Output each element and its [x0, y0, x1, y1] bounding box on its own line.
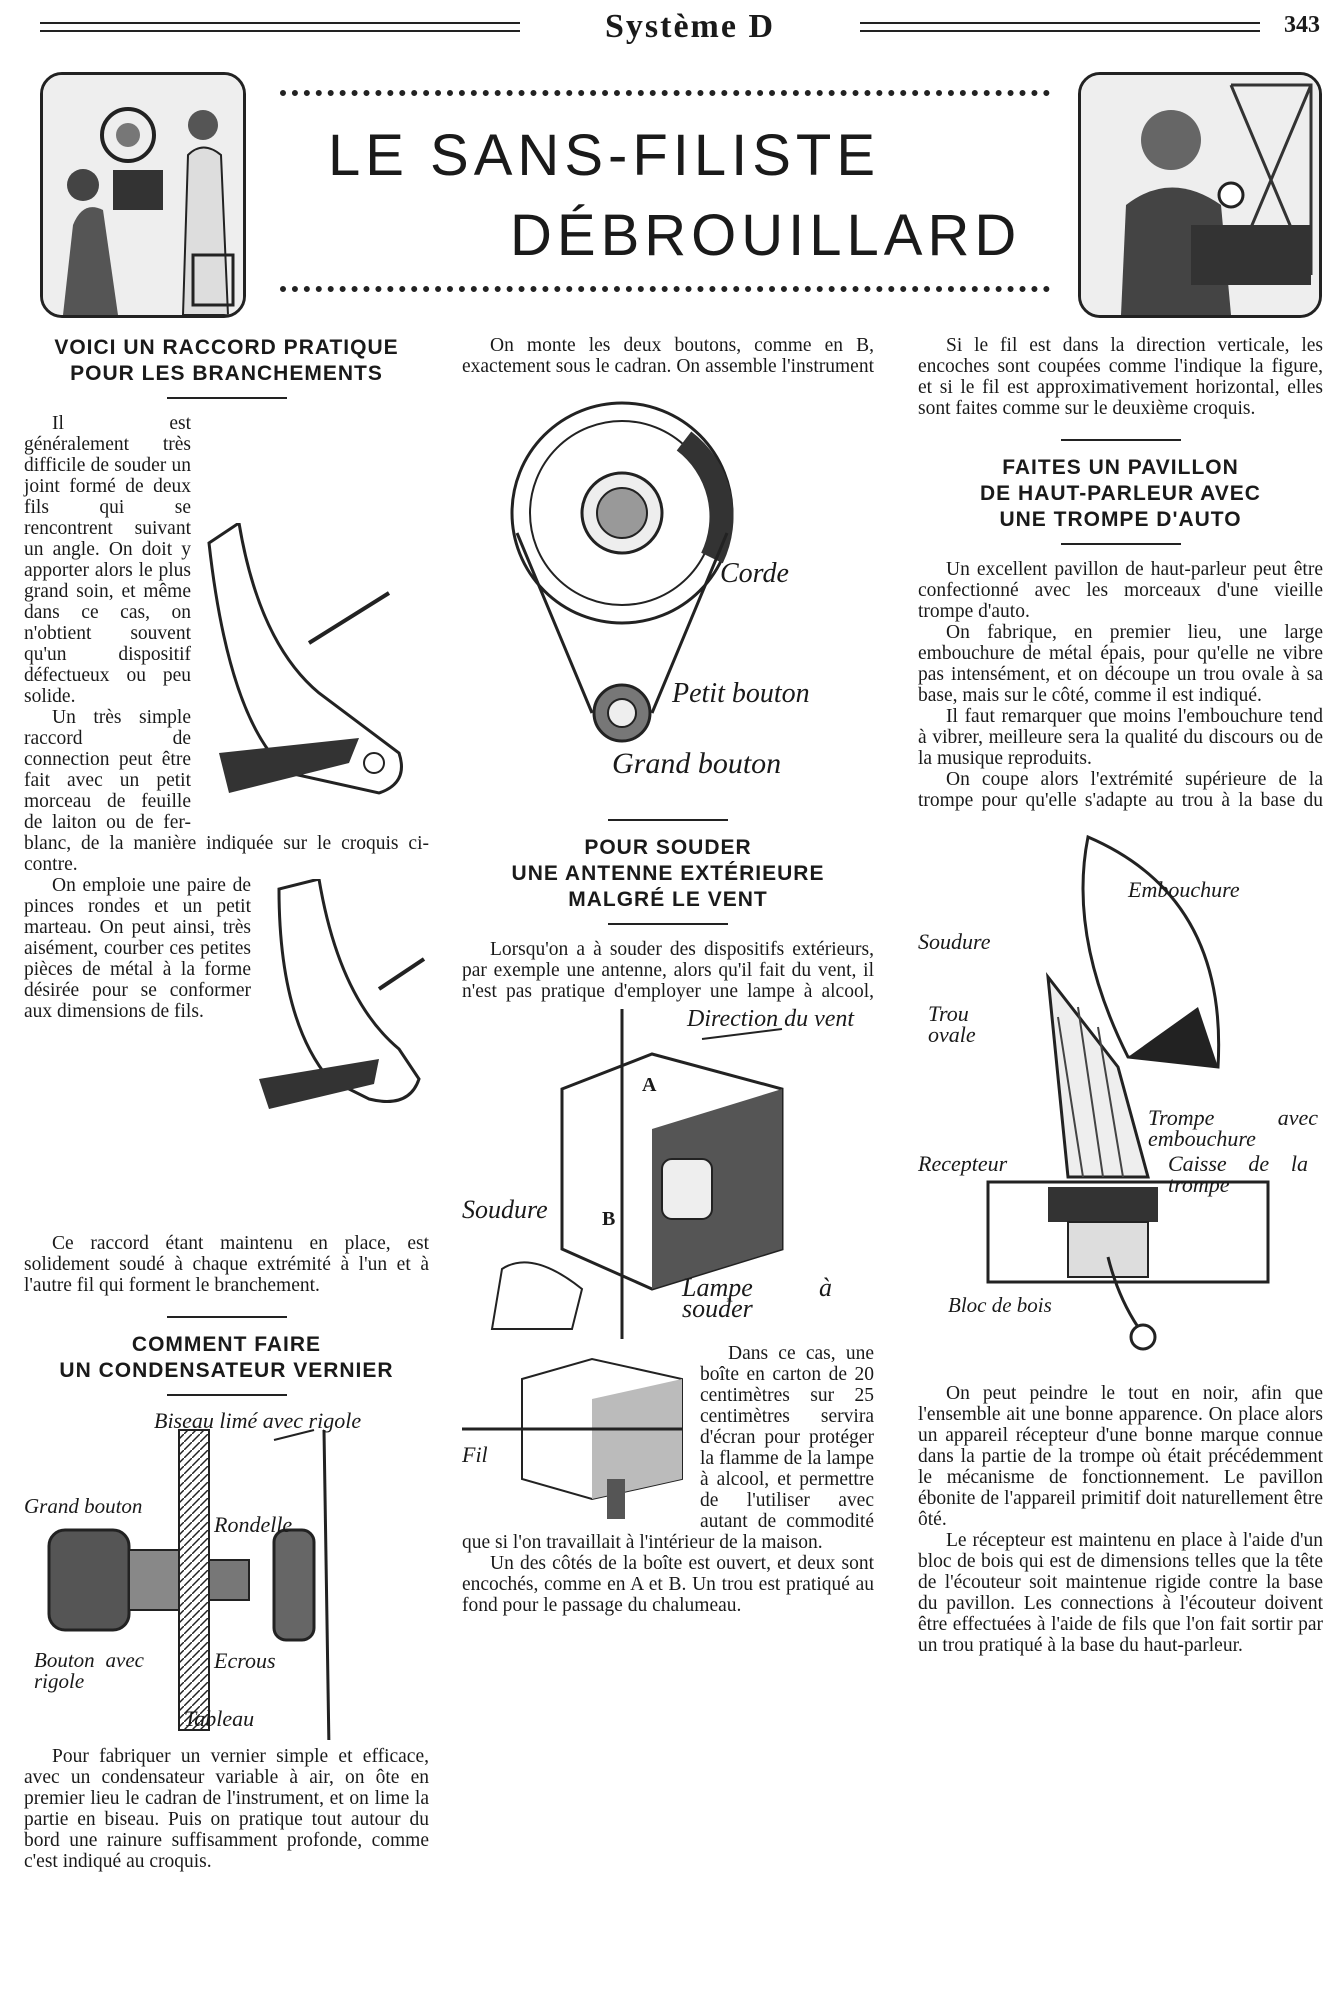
article1-paragraph: Un très simple raccord de connection peu… [24, 707, 429, 875]
vignette-right-illustration [1078, 72, 1322, 318]
article1-paragraph: On emploie une paire de pinces rondes et… [24, 875, 251, 1022]
article1-paragraph: Il est généralement très difficile de so… [24, 413, 191, 707]
header-rule-right [860, 22, 1260, 32]
page-number: 343 [1284, 12, 1320, 38]
article3-paragraph: Lorsqu'on a à souder des dispositifs ext… [462, 939, 874, 1003]
section-rule [608, 819, 728, 821]
section-rule [166, 397, 287, 399]
article2-paragraph: Pour fabriquer un vernier simple et effi… [24, 1746, 429, 1872]
label-recepteur: Recepteur [918, 1151, 1008, 1176]
figure-solder-box: Direction du vent A B Soudure Lampe à so… [462, 1006, 874, 1339]
label-petit-bouton: Petit bouton [672, 678, 810, 709]
label-direction-vent: Direction du vent [687, 1006, 855, 1032]
column-1: VOICI UN RACCORD PRATIQUE POUR LES BRANC… [24, 335, 429, 1872]
label-trou-ovale: Trou ovale [928, 1001, 976, 1047]
figure-box-horizontal: Fil [462, 1349, 692, 1519]
article3-paragraph: Si le fil est dans la direction vertical… [918, 335, 1323, 419]
section-rule [608, 923, 728, 925]
label-fil: Fil [462, 1442, 488, 1467]
figure-horn: Embouchure Soudure Trou ovale Trompe ave… [918, 817, 1323, 1377]
label-ecrous: Ecrous [214, 1648, 276, 1673]
article4-paragraph: Il faut remarquer que moins l'embouchure… [918, 706, 1323, 769]
label-soudure-box: Soudure [462, 1195, 548, 1224]
section-rule [1060, 439, 1181, 441]
banner-title-line2: DÉBROUILLARD [510, 203, 1022, 268]
label-lampe: Lampe à souder [682, 1273, 832, 1323]
banner-title-line1: LE SANS-FILISTE [328, 123, 881, 188]
article4-paragraph: On coupe alors l'extrémité supérieure de… [918, 769, 1323, 811]
header-rule-left [40, 22, 520, 32]
section-rule [166, 1316, 287, 1318]
label-rondelle: Rondelle [214, 1512, 293, 1537]
label-tableau: Tableau [184, 1706, 255, 1731]
figure-pliers-hand [199, 520, 429, 823]
label-trompe: Trompe avec embouchure [1148, 1105, 1318, 1151]
article3-title: POUR SOUDER UNE ANTENNE EXTÉRIEURE MALGR… [511, 836, 825, 911]
article4-paragraph: On fabrique, en premier lieu, une large … [918, 622, 1323, 706]
label-caisse: Caisse de la trompe [1168, 1151, 1308, 1197]
article2-paragraph: On monte les deux boutons, comme en B, e… [462, 335, 874, 377]
banner-ornament-bottom [280, 286, 1050, 300]
figure-vernier-pulley: Corde Petit bouton Grand bouton [462, 383, 874, 803]
running-head: Système D 343 [40, 8, 1320, 48]
label-corde: Corde [720, 558, 789, 589]
section-rule [1060, 543, 1181, 545]
label-grand-bouton: Grand bouton [24, 1494, 143, 1518]
article4-paragraph: Un excellent pavillon de haut-parleur pe… [918, 559, 1323, 622]
article4-title: FAITES UN PAVILLON DE HAUT-PARLEUR AVEC … [980, 456, 1261, 531]
label-embouchure: Embouchure [1128, 877, 1240, 902]
label-b: B [602, 1208, 616, 1230]
figure-pliers-bend [259, 877, 429, 1129]
label-grand-bouton-pulley: Grand bouton [612, 747, 782, 780]
article2-title: COMMENT FAIRE UN CONDENSATEUR VERNIER [59, 1333, 394, 1382]
label-soudure-horn: Soudure [918, 929, 991, 954]
article1-paragraph: Ce raccord étant maintenu en place, est … [24, 1233, 429, 1296]
journal-title: Système D [604, 8, 776, 45]
label-a: A [642, 1074, 657, 1096]
vignette-left-illustration [40, 72, 246, 318]
banner-ornament-top [280, 90, 1050, 104]
article4-paragraph: On peut peindre le tout en noir, afin qu… [918, 1383, 1323, 1530]
label-biseau: Biseau limé avec rigole [154, 1408, 362, 1433]
label-bouton-rigole: Bouton avec rigole [34, 1648, 144, 1693]
column-3: Si le fil est dans la direction vertical… [918, 335, 1323, 1656]
column-2: On monte les deux boutons, comme en B, e… [462, 335, 874, 1616]
banner: LE SANS-FILISTE DÉBROUILLARD [40, 72, 1322, 318]
figure-vernier-section: Biseau limé avec rigole Grand bouton Ron… [24, 1410, 429, 1740]
label-bloc: Bloc de bois [948, 1293, 1052, 1317]
section-rule [166, 1394, 287, 1396]
article4-paragraph: Le récepteur est maintenu en place à l'a… [918, 1530, 1323, 1656]
article3-paragraph: Dans ce cas, une boîte en carton de 20 c… [462, 1343, 874, 1553]
article3-paragraph: Un des côtés de la boîte est ouvert, et … [462, 1553, 874, 1616]
article1-title: VOICI UN RACCORD PRATIQUE POUR LES BRANC… [54, 336, 399, 385]
